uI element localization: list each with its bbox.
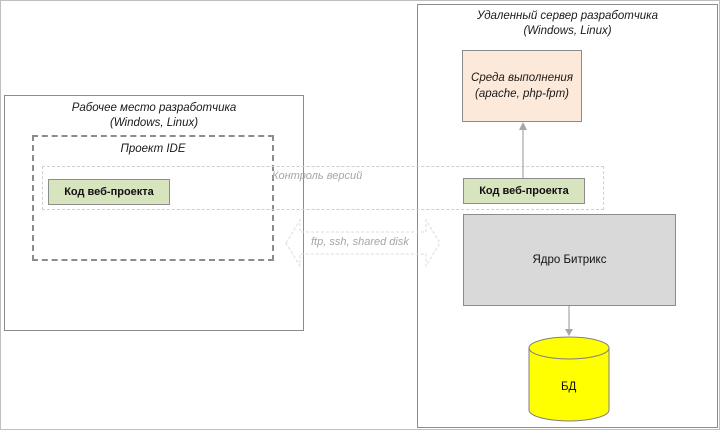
transfer-double-arrow [285,218,441,268]
workstation-title-line2: (Windows, Linux) [109,117,199,129]
transfer-label: ftp, ssh, shared disk [311,236,409,248]
remote-title-line1: Удаленный сервер разработчика [476,10,658,22]
workstation-title-line1: Рабочее место разработчика [71,102,237,114]
database-cylinder [528,336,610,422]
ide-project-title: Проект IDE [120,143,186,155]
runtime-line2: (apache, php-fpm) [475,88,569,100]
ide-project-box [32,135,274,261]
version-control-band [42,166,604,210]
runtime-line1: Среда выполнения [471,72,573,84]
code-to-runtime-arrow [519,122,527,178]
developer-workstation-box [4,95,304,331]
remote-title-line2: (Windows, Linux) [523,25,612,37]
version-control-label: Контроль версий [272,170,363,182]
local-web-project-code-box: Код веб-проекта [48,179,170,205]
remote-web-project-code-box: Код веб-проекта [463,178,585,204]
runtime-environment-box: Среда выполнения (apache, php-fpm) [462,50,582,122]
remote-server-title: Удаленный сервер разработчика (Windows, … [417,9,718,39]
database-label: БД [561,381,577,393]
bitrix-core-box: Ядро Битрикс [463,214,676,306]
core-to-db-arrow [565,306,573,336]
workstation-title: Рабочее место разработчика (Windows, Lin… [4,101,304,131]
